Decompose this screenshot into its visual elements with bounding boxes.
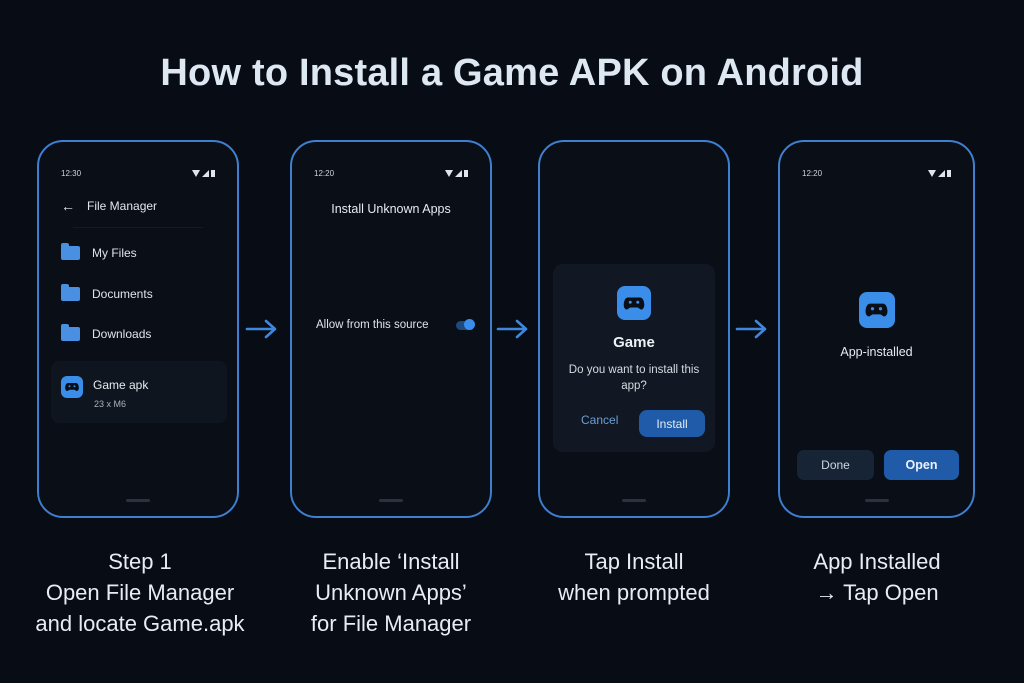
caption-line: Step 1: [108, 549, 172, 574]
battery-icon: [464, 170, 468, 177]
apk-size: 23 x M6: [94, 399, 127, 409]
install-button[interactable]: Install: [639, 410, 705, 437]
page-title: How to Install a Game APK on Android: [160, 52, 864, 94]
dialog-title: Game: [613, 334, 655, 351]
dialog-message: Do you want to install this app?: [568, 364, 700, 392]
caption-line: for File Manager: [310, 611, 472, 636]
wifi-icon: [445, 170, 453, 177]
caption-step-1: Step 1 Open File Manager and locate Game…: [20, 546, 260, 639]
caption-step-4: App Installed → Tap Open: [760, 546, 994, 608]
wifi-icon: [928, 170, 936, 177]
caption-line: → Tap Open: [815, 580, 939, 605]
allow-source-setting[interactable]: Allow from this source: [316, 319, 475, 331]
battery-icon: [211, 170, 215, 177]
arrow-right-icon: [735, 319, 767, 339]
allow-source-toggle[interactable]: [456, 319, 475, 330]
folder-label: My Files: [92, 246, 137, 260]
folder-documents[interactable]: Documents: [61, 284, 153, 301]
file-manager-header: ← File Manager: [61, 198, 157, 214]
phone-file-manager: 12:30 ← File Manager My Files Documents …: [37, 140, 239, 518]
caption-line: Tap Install: [584, 549, 684, 574]
phone-install-prompt: Game Do you want to install this app? Ca…: [538, 140, 730, 518]
phone-install-unknown-apps: 12:20 Install Unknown Apps Allow from th…: [290, 140, 492, 518]
home-indicator: [379, 499, 403, 502]
folder-downloads[interactable]: Downloads: [61, 324, 152, 341]
folder-icon: [61, 284, 80, 301]
caption-line: and locate Game.apk: [35, 611, 245, 636]
arrow-left-icon[interactable]: ←: [61, 198, 75, 214]
status-time: 12:20: [802, 169, 823, 178]
signal-icon: [938, 170, 945, 177]
signal-icon: [202, 170, 209, 177]
caption-line: Enable ‘Install: [322, 549, 460, 574]
install-dialog: Game Do you want to install this app? Ca…: [553, 264, 715, 452]
signal-icon: [455, 170, 462, 177]
folder-my-files[interactable]: My Files: [61, 243, 137, 260]
caption-step-3: Tap Install when prompted: [524, 546, 744, 608]
open-button[interactable]: Open: [884, 450, 959, 480]
installed-label: App-installed: [840, 345, 913, 359]
arrow-right-icon: [245, 319, 277, 339]
status-bar: 12:20: [802, 169, 951, 181]
caption-line: App Installed: [813, 549, 941, 574]
status-bar: 12:20: [314, 169, 468, 181]
wifi-icon: [192, 170, 200, 177]
folder-label: Downloads: [92, 327, 152, 341]
phone-app-installed: 12:20 App-installed Done Open: [778, 140, 975, 518]
status-time: 12:20: [314, 169, 335, 178]
done-button[interactable]: Done: [797, 450, 874, 480]
apk-name: Game apk: [93, 378, 149, 392]
home-indicator: [126, 499, 150, 502]
cancel-button[interactable]: Cancel: [581, 413, 619, 427]
folder-icon: [61, 243, 80, 260]
gamepad-icon: [617, 286, 651, 320]
battery-icon: [947, 170, 951, 177]
arrow-right-icon: [496, 319, 528, 339]
allow-source-label: Allow from this source: [316, 319, 429, 331]
gamepad-icon: [61, 376, 83, 398]
folder-label: Documents: [92, 287, 153, 301]
gamepad-icon: [858, 292, 895, 328]
home-indicator: [622, 499, 646, 502]
file-manager-title: File Manager: [87, 199, 158, 213]
caption-line: Open File Manager: [45, 580, 235, 605]
caption-step-2: Enable ‘Install Unknown Apps’ for File M…: [270, 546, 512, 639]
caption-line: Unknown Apps’: [315, 580, 467, 605]
screen-title: Install Unknown Apps: [331, 202, 451, 216]
home-indicator: [864, 499, 889, 502]
caption-line: when prompted: [558, 580, 710, 605]
status-bar: 12:30: [61, 169, 215, 181]
apk-file-item[interactable]: Game apk 23 x M6: [51, 361, 227, 423]
folder-icon: [61, 324, 80, 341]
divider: [73, 227, 203, 228]
status-time: 12:30: [61, 169, 82, 178]
